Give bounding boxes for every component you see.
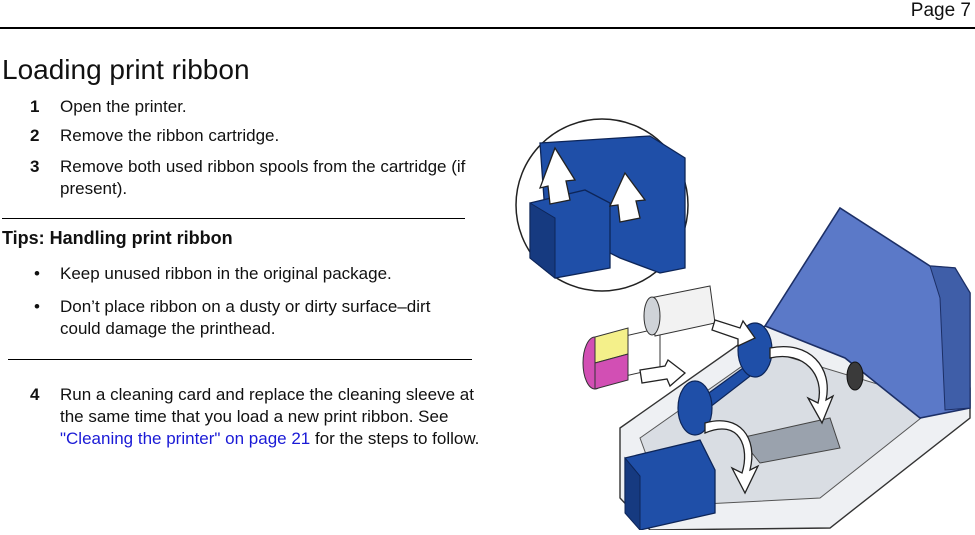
arrow-icon — [608, 171, 647, 223]
page-number: Page 7 — [910, 0, 971, 21]
printer-figure-svg — [515, 118, 971, 532]
tip-item: • Don’t place ribbon on a dusty or dirty… — [34, 296, 474, 340]
step-text: Remove both used ribbon spools from the … — [60, 157, 466, 198]
printhead-slot — [739, 417, 841, 464]
step-4: 4 Run a cleaning card and replace the cl… — [30, 384, 492, 450]
arrow-icon — [704, 420, 760, 495]
step-number: 1 — [30, 97, 40, 116]
ribbon-magenta-panel — [594, 353, 629, 390]
tip-text: Keep unused ribbon in the original packa… — [60, 264, 392, 283]
step-1: 1 Open the printer. — [30, 96, 500, 118]
take-up-roll-end — [643, 296, 661, 336]
step-text: Remove the ribbon cartridge. — [60, 126, 280, 145]
step-text-part: Run a cleaning card and replace the clea… — [60, 385, 474, 426]
arrow-icon — [538, 146, 577, 205]
step-3: 3 Remove both used ribbon spools from th… — [30, 156, 500, 200]
tips-top-rule — [2, 218, 465, 219]
tip-item: • Keep unused ribbon in the original pac… — [34, 263, 474, 285]
printer-ribbon-illustration — [500, 118, 975, 532]
step-number: 3 — [30, 157, 40, 176]
tips-heading: Tips: Handling print ribbon — [2, 228, 233, 248]
arrow-icon — [769, 346, 835, 425]
tip-text: Don’t place ribbon on a dusty or dirty s… — [60, 297, 431, 338]
step-number: 2 — [30, 126, 40, 145]
inset-spool-side — [529, 202, 556, 280]
step-text: Run a cleaning card and replace the clea… — [60, 384, 492, 450]
arrow-icon — [639, 359, 687, 388]
step-number: 4 — [30, 385, 40, 404]
lid-edge — [929, 265, 971, 411]
step-text: Open the printer. — [60, 97, 187, 116]
bullet-glyph: • — [34, 297, 40, 316]
header-rule — [0, 27, 975, 29]
tips-bottom-rule — [8, 359, 472, 360]
bullet-glyph: • — [34, 264, 40, 283]
step-2: 2 Remove the ribbon cartridge. — [30, 125, 500, 147]
step-text-part: for the steps to follow. — [310, 429, 480, 448]
platen-roller — [846, 361, 864, 391]
page-title: Loading print ribbon — [2, 54, 250, 85]
cleaning-printer-link[interactable]: "Cleaning the printer" on page 21 — [60, 429, 311, 448]
arrow-icon — [711, 319, 756, 348]
cartridge-hub-left — [677, 380, 713, 436]
